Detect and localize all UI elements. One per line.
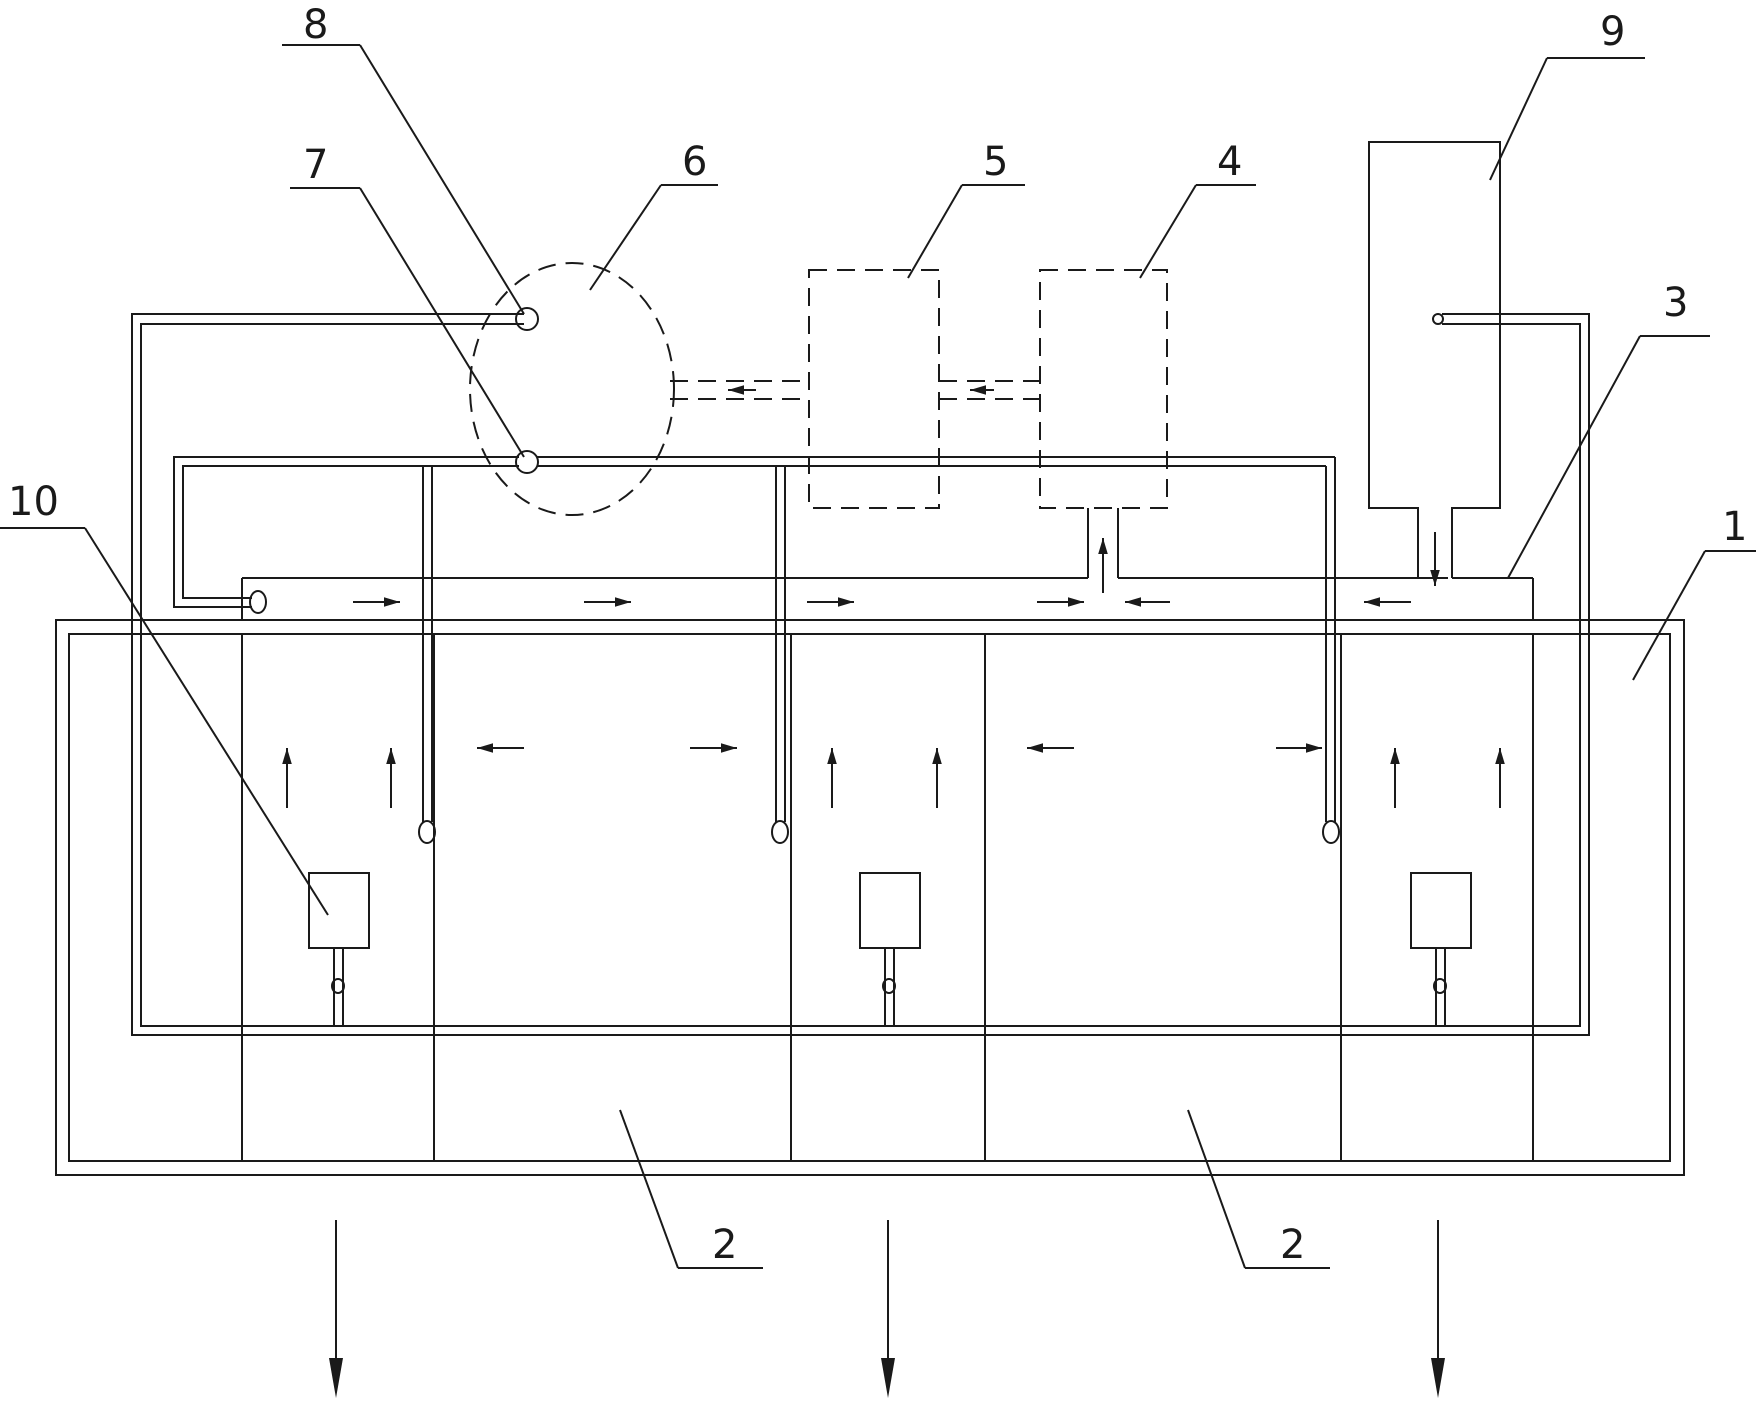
discharge-arrows — [329, 1220, 1445, 1398]
label-5: 5 — [983, 139, 1008, 185]
label-9: 9 — [1600, 9, 1625, 55]
leader-lines — [0, 44, 1756, 1269]
compartment-partitions — [241, 634, 1534, 1161]
label-10: 10 — [8, 479, 59, 525]
label-8: 8 — [303, 2, 328, 48]
dashed-links — [670, 380, 1040, 400]
label-1: 1 — [1722, 504, 1747, 550]
aeration-pipe — [173, 456, 1340, 844]
collection-channel-3 — [241, 508, 1534, 620]
label-3: 3 — [1663, 280, 1688, 326]
unit-5-box — [808, 269, 940, 509]
node-7-outlet — [515, 450, 539, 474]
outer-return-pipe — [131, 313, 1590, 1036]
reference-numbers: 8 7 6 5 4 9 3 1 10 2 2 — [8, 2, 1747, 1268]
flow-arrows — [282, 532, 1505, 808]
tank-1 — [55, 619, 1685, 1176]
label-2-left: 2 — [712, 1222, 737, 1268]
label-2-right: 2 — [1280, 1222, 1305, 1268]
label-4: 4 — [1217, 139, 1242, 185]
tank-9 — [1368, 141, 1501, 578]
unit-6-ellipse — [469, 262, 675, 516]
pump-units-10 — [308, 872, 1472, 1026]
label-7: 7 — [303, 142, 328, 188]
unit-4-box — [1039, 269, 1168, 509]
label-6: 6 — [682, 139, 707, 185]
node-8-outlet — [515, 307, 539, 331]
